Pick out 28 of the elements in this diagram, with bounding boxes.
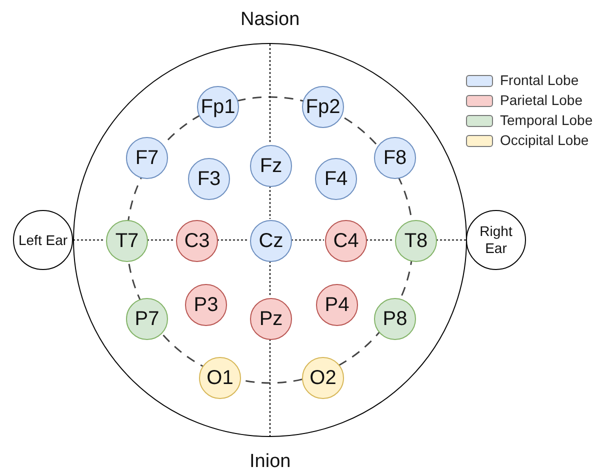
- electrode-circle: Pz: [250, 298, 292, 340]
- electrode-circle: P3: [185, 284, 227, 326]
- electrode-circle: O2: [302, 357, 344, 399]
- ear-circle: Right Ear: [466, 210, 526, 270]
- electrode-circle: Fp1: [197, 86, 239, 128]
- landmark-label: Inion: [250, 451, 291, 473]
- legend-label: Temporal Lobe: [500, 112, 593, 128]
- electrode-circle: P4: [316, 284, 358, 326]
- electrode-circle: P7: [126, 298, 168, 340]
- electrode-circle: C3: [176, 220, 218, 262]
- legend-label: Frontal Lobe: [500, 72, 579, 88]
- ear-circle: Left Ear: [13, 210, 73, 270]
- head-outline-circle: [73, 43, 467, 437]
- electrode-circle: T7: [106, 220, 148, 262]
- electrode-circle: Cz: [250, 220, 292, 262]
- electrode-circle: C4: [325, 220, 367, 262]
- electrode-circle: Fp2: [302, 86, 344, 128]
- legend-label: Occipital Lobe: [500, 132, 589, 148]
- legend-label: Parietal Lobe: [500, 92, 583, 108]
- electrode-circle: T8: [395, 220, 437, 262]
- electrode-circle: P8: [374, 298, 416, 340]
- electrode-circle: F8: [374, 137, 416, 179]
- landmark-label: Nasion: [240, 9, 300, 31]
- electrode-circle: F4: [315, 158, 357, 200]
- electrode-circle: O1: [199, 357, 241, 399]
- electrode-circle: F7: [126, 137, 168, 179]
- electrode-circle: Fz: [250, 145, 292, 187]
- electrode-circle: F3: [188, 158, 230, 200]
